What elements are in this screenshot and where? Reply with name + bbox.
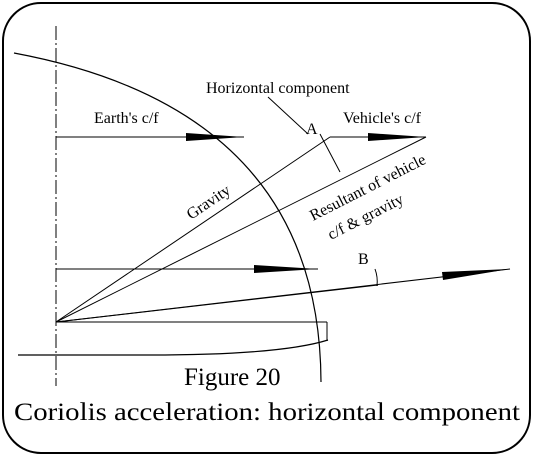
vehicles-cf-arrowhead	[368, 133, 426, 141]
earth-surface-arc	[13, 52, 322, 383]
resultant-line	[55, 136, 427, 323]
figure-caption: Coriolis acceleration: horizontal compon…	[14, 399, 520, 426]
horizontal-component-leader	[267, 96, 309, 135]
point-b-label: B	[358, 251, 369, 268]
gravity-label: Gravity	[184, 182, 234, 223]
lower-vehicle-arrowhead	[442, 269, 510, 280]
earths-cf-label: Earth's c/f	[94, 110, 159, 127]
gravity-line	[55, 136, 331, 323]
figure-number: Figure 20	[184, 364, 281, 391]
middle-arrowhead	[254, 265, 318, 273]
horizontal-component-line	[319, 133, 341, 173]
earths-cf-arrowhead	[186, 133, 244, 141]
lower-resultant-line	[55, 284, 379, 323]
vehicles-cf-label: Vehicle's c/f	[343, 110, 422, 127]
angle-arc-b	[374, 268, 378, 287]
point-a-label: A	[306, 121, 318, 138]
horizontal-component-label: Horizontal component	[206, 80, 350, 97]
ground-curve	[18, 339, 329, 356]
frame-border	[2, 2, 531, 454]
